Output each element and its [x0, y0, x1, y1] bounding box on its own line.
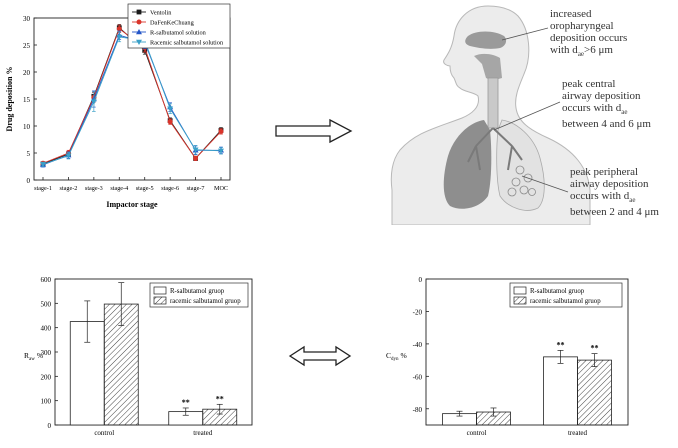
- y-tick-label: 15: [23, 96, 31, 104]
- x-tick-label: stage-4: [110, 185, 128, 192]
- deposition-line-chart-panel: 0 5 10 15 20 25 30 stage-1 stage-2 stage-3 stage-4…: [0, 0, 250, 225]
- y-tick-label: 100: [41, 398, 52, 406]
- y-tick-label: 400: [41, 325, 52, 333]
- y-axis-label: Cdyn%: [386, 351, 407, 362]
- data-point: [65, 153, 72, 159]
- legend-entry: R-salbutamol gruop: [513, 286, 585, 295]
- y-tick-label: 0: [419, 276, 423, 284]
- legend-entry: racemic salbutamol gruop: [513, 296, 601, 305]
- deposition-line-chart: 0 5 10 15 20 25 30 stage-1 stage-2 stage-3 stage-4…: [5, 3, 231, 209]
- plot-frame: [425, 278, 629, 426]
- legend-entry: Ventolin: [132, 10, 172, 17]
- x-tick-label: stage-7: [187, 185, 205, 192]
- legend-entry: R-salbutamol solution: [132, 29, 207, 37]
- legend-entry: Racemic salbutamol solution: [132, 40, 224, 47]
- x-tick-label: stage-1: [34, 185, 52, 192]
- y-tick-label: -60: [413, 373, 423, 381]
- y-tick-label: -40: [413, 341, 423, 349]
- respiratory-tract-illustration: [390, 5, 591, 226]
- y-tick-label: 30: [23, 15, 31, 23]
- y-tick-label: 10: [23, 123, 31, 131]
- y-tick-label: 300: [41, 349, 52, 357]
- legend-box: [127, 3, 231, 49]
- x-tick-label: stage-2: [59, 185, 77, 192]
- legend-label: DaFenKeChuang: [150, 20, 195, 27]
- legend-swatch: [513, 296, 527, 305]
- x-tick-label: treated: [193, 429, 213, 437]
- x-tick-label: treated: [568, 429, 588, 437]
- y-tick-label: 20: [23, 69, 31, 77]
- y-tick-label: 0: [27, 177, 31, 185]
- series-2: [40, 30, 224, 168]
- y-tick-label: 0: [48, 422, 52, 430]
- data-point: [218, 148, 224, 154]
- data-point: [192, 147, 199, 153]
- oropharyngeal-annotation: increased oropharyngeal deposition occur…: [550, 8, 628, 59]
- y-tick-label: -20: [413, 308, 423, 316]
- right-arrow-icon: [275, 118, 353, 144]
- x-tick-label: control: [467, 429, 487, 437]
- data-point: [116, 34, 123, 40]
- y-tick-label: 25: [23, 42, 31, 50]
- series-3: [40, 31, 224, 168]
- central-annotation: peak central airway deposition occurs wi…: [562, 78, 651, 131]
- data-point: [136, 9, 142, 15]
- legend-label: racemic salbutamol gruop: [170, 298, 241, 305]
- bar: [543, 356, 578, 426]
- legend-swatch: [153, 296, 167, 305]
- y-tick-label: 500: [41, 300, 52, 308]
- y-axis-label: Drug deposition %: [5, 67, 14, 132]
- significance-mark: **: [182, 398, 190, 407]
- x-tick-label: MOC: [214, 185, 228, 192]
- right-arrow: [274, 118, 354, 144]
- legend-entry: DaFenKeChuang: [132, 19, 195, 27]
- y-axis-label: Raw%: [24, 351, 43, 362]
- data-point: [218, 128, 224, 134]
- x-axis-label: Impactor stage: [106, 200, 158, 209]
- legend-swatch: [153, 286, 167, 295]
- data-point: [136, 29, 142, 35]
- y-tick-label: -80: [413, 406, 423, 414]
- data-point: [90, 99, 97, 105]
- data-point: [116, 26, 122, 32]
- bar: [577, 359, 612, 426]
- significance-mark: **: [591, 344, 599, 353]
- legend-entry: R-salbutamol gruop: [153, 286, 225, 295]
- double-arrow: [288, 345, 352, 367]
- legend-label: R-salbutamol gruop: [530, 288, 585, 295]
- data-point: [167, 106, 174, 112]
- series-line: [42, 28, 222, 164]
- x-tick-label: stage-5: [136, 185, 154, 192]
- legend-label: racemic salbutamol gruop: [530, 298, 601, 305]
- peripheral-annotation: peak peripheral airway deposition occurs…: [570, 166, 659, 219]
- data-point: [136, 39, 142, 45]
- legend-swatch: [513, 286, 527, 295]
- significance-mark: **: [557, 340, 565, 349]
- y-tick-label: 600: [41, 276, 52, 284]
- legend-label: Racemic salbutamol solution: [150, 40, 224, 47]
- double-arrow-icon: [288, 345, 352, 367]
- legend-box: [509, 282, 623, 308]
- data-point: [193, 155, 199, 161]
- legend-label: R-salbutamol gruop: [170, 288, 225, 295]
- x-tick-label: stage-3: [85, 185, 103, 192]
- legend-label: Ventolin: [150, 10, 172, 17]
- y-tick-label: 200: [41, 373, 52, 381]
- significance-mark: **: [216, 394, 224, 403]
- data-point: [167, 119, 173, 125]
- legend-entry: racemic salbutamol gruop: [153, 296, 241, 305]
- legend-label: R-salbutamol solution: [150, 30, 207, 37]
- y-tick-label: 5: [27, 150, 31, 158]
- data-point: [40, 162, 46, 168]
- x-tick-label: control: [94, 429, 114, 437]
- respiratory-illustration-panel: increased oropharyngeal deposition occur…: [390, 0, 678, 226]
- x-tick-label: stage-6: [161, 185, 179, 192]
- data-point: [136, 19, 142, 25]
